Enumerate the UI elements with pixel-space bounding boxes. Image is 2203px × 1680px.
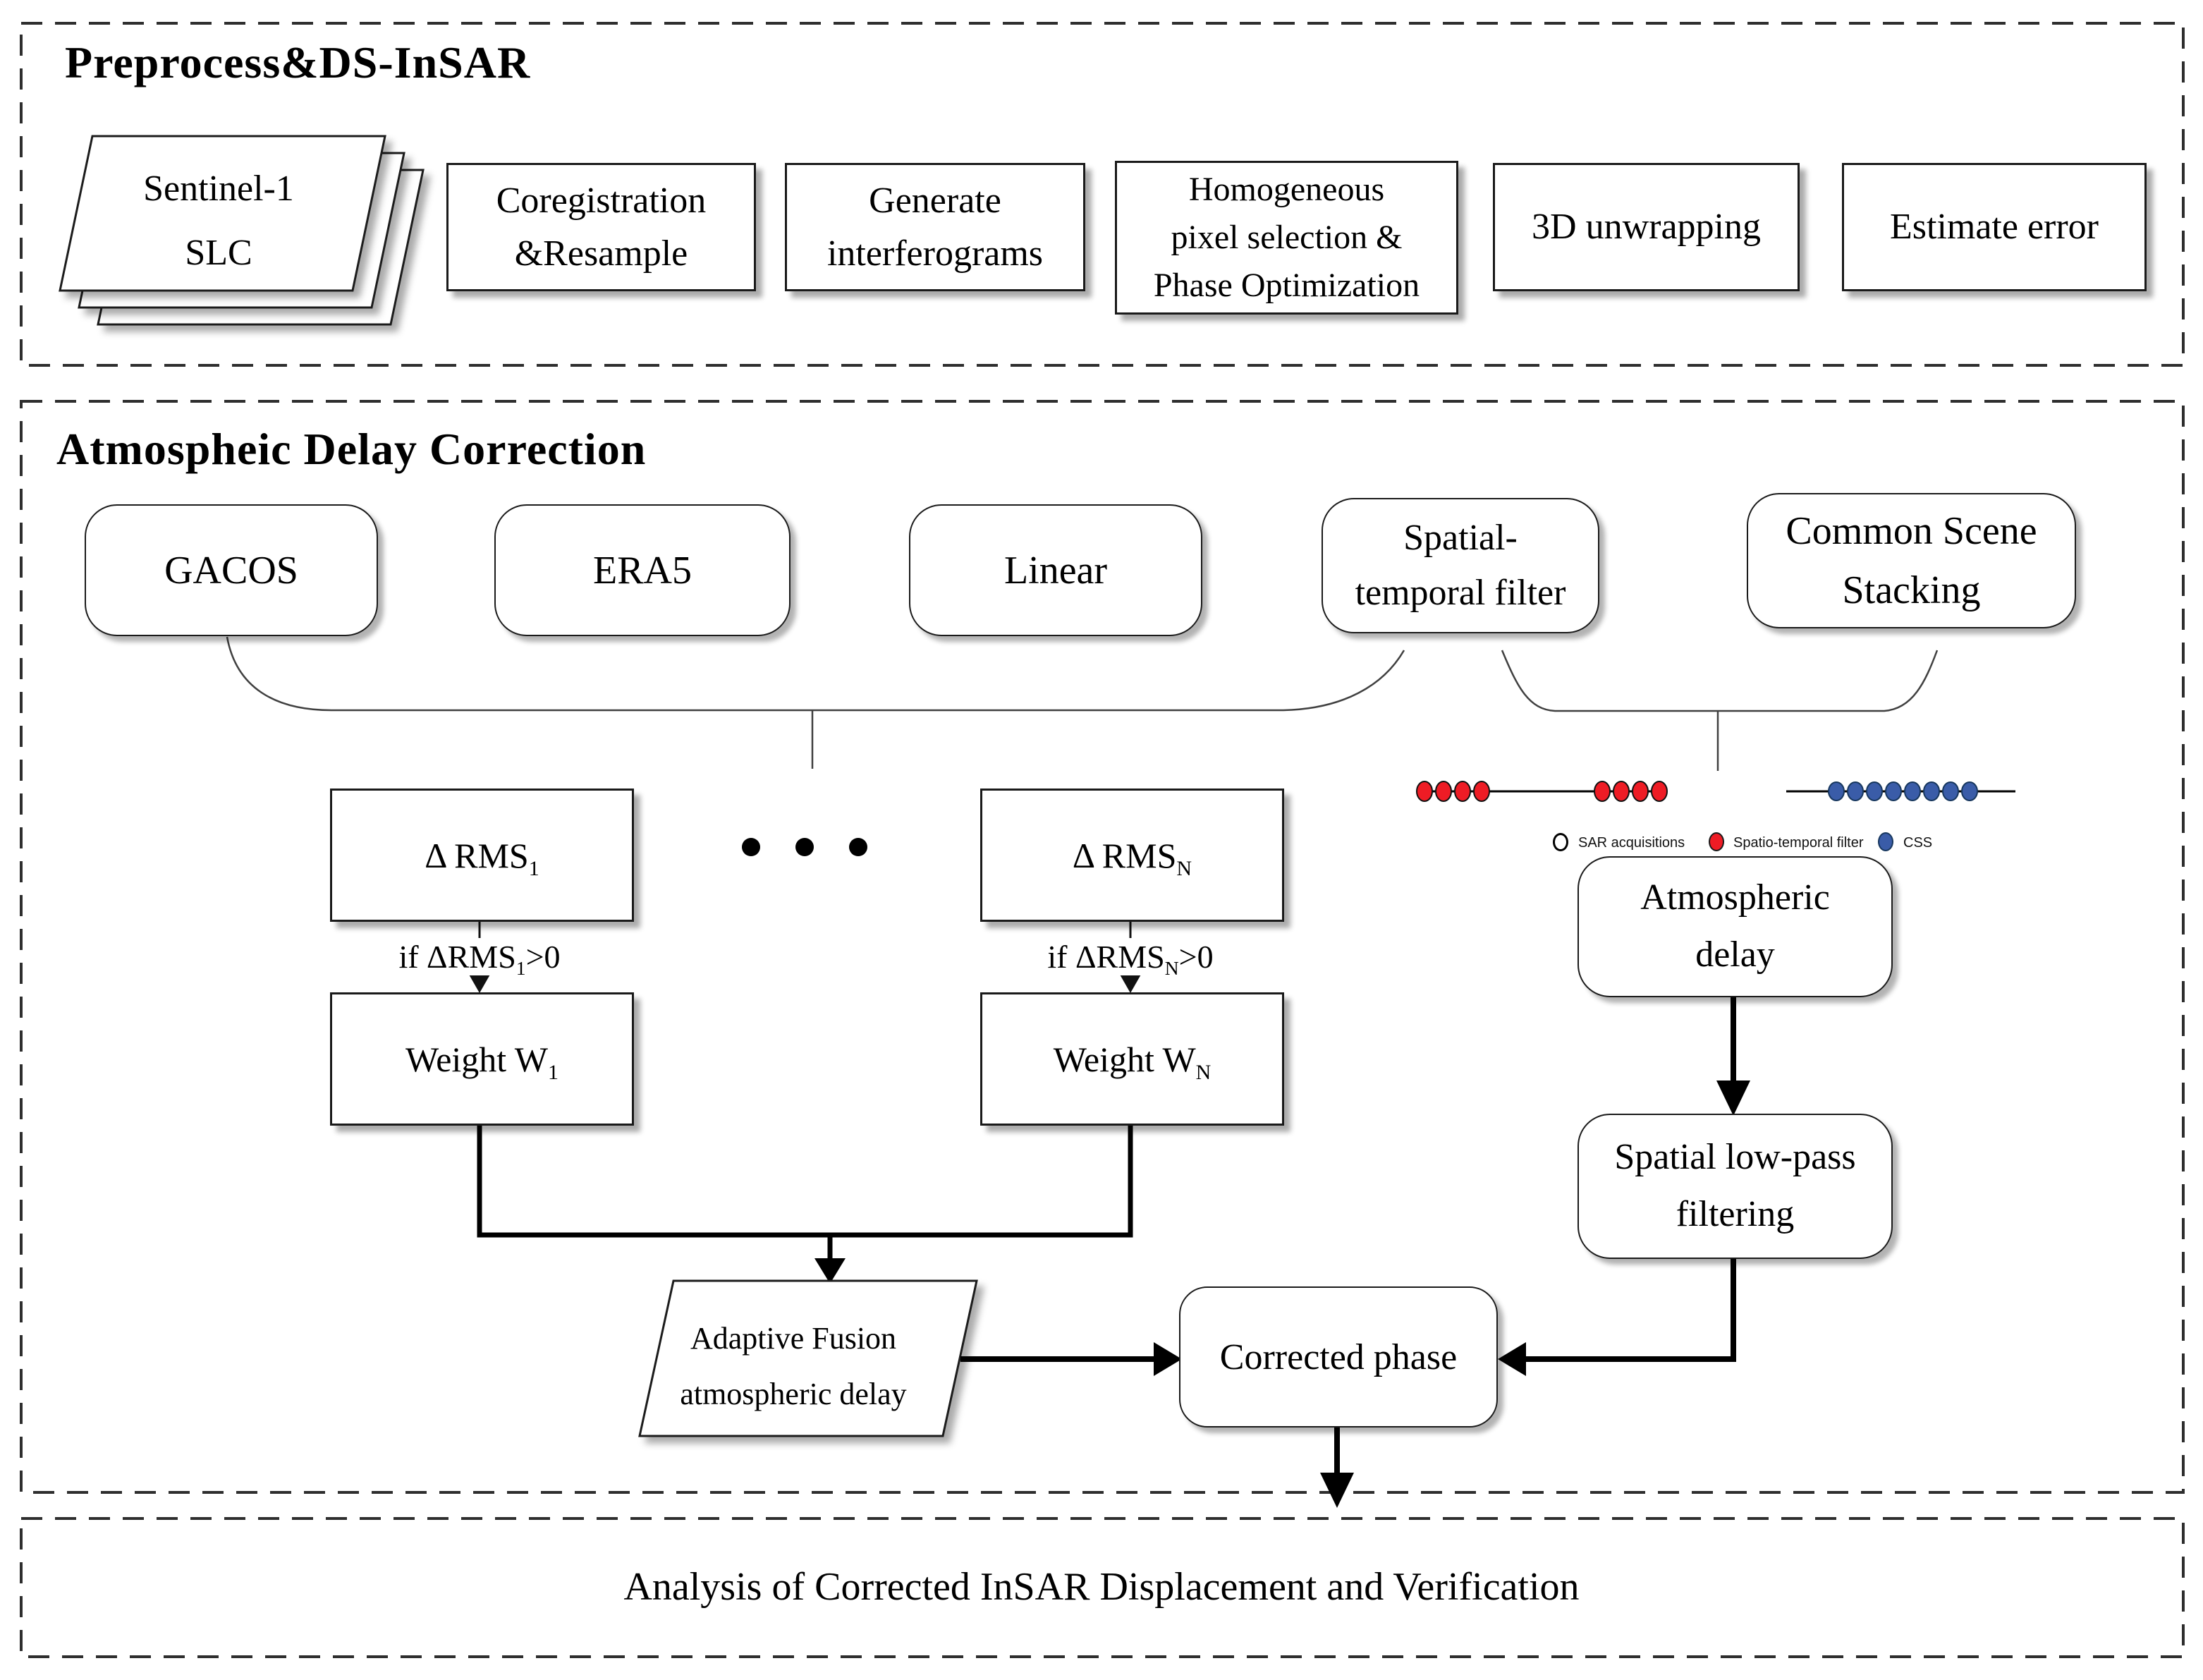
condition-n-subscript: N: [1164, 957, 1179, 980]
sentinel-slc-label: Sentinel-1 SLC: [143, 169, 294, 273]
delta-rms-1-subscript: 1: [528, 856, 539, 880]
method-box-linear: Linear: [909, 504, 1202, 636]
section-borders: [20, 22, 2185, 1658]
condition-1-suffix: >0: [525, 939, 561, 975]
step-box-coregistration: Coregistration &Resample: [446, 163, 756, 291]
lowpass-to-corrected-shaft: [1526, 1256, 1736, 1362]
lowpass-to-corrected-arrowhead-icon: [1498, 1342, 1526, 1376]
delta-rms-1-label: Δ RMS1: [425, 835, 539, 879]
adaptive-fusion-label: Adaptive Fusion atmospheric delay: [680, 1321, 907, 1412]
atmospheric-delay-box: Atmospheric delay: [1578, 856, 1893, 997]
acquisition-timelines: [1416, 781, 2015, 802]
atmospheric-section-title: Atmospheic Delay Correction: [56, 424, 647, 474]
weight-wn-box: Weight WN: [980, 992, 1284, 1126]
ellipsis-dot-2-icon: [795, 838, 814, 856]
sar-acquisitions-marker-icon: [1553, 833, 1568, 851]
weight-w1-subscript: 1: [547, 1060, 559, 1084]
right-brace: [1501, 650, 1939, 712]
method-braces: [226, 636, 1939, 771]
rmsN-arrowhead-icon: [1119, 973, 1142, 993]
step-box-estimate-error: Estimate error: [1842, 163, 2147, 291]
delta-rms-n-subscript: N: [1176, 856, 1192, 880]
corrected-down-arrowhead-icon: [1320, 1473, 1354, 1508]
ellipsis-dot-3-icon: [849, 838, 867, 856]
condition-n-prefix: if ΔRMS: [1047, 939, 1165, 975]
weight-w1-label: Weight W1: [405, 1039, 559, 1083]
atmo-to-lowpass-arrowhead-icon: [1716, 1081, 1750, 1116]
spatio-temporal-filter-legend-label: Spatio-temporal filter: [1733, 835, 1864, 851]
spatial-lowpass-filtering-box: Spatial low-pass filtering: [1578, 1114, 1893, 1259]
corrected-phase-box: Corrected phase: [1179, 1286, 1498, 1428]
slc-page-1: [59, 135, 386, 292]
step-box-interferograms: Generate interferograms: [785, 163, 1085, 291]
method-box-spatial-temporal-filter: Spatial- temporal filter: [1322, 498, 1599, 633]
preprocess-section-title: Preprocess&DS-InSAR: [65, 37, 531, 87]
sar-acquisitions-legend-label: SAR acquisitions: [1578, 835, 1685, 851]
delta-rms-1-text: Δ RMS: [425, 835, 529, 875]
ellipsis-dot-1-icon: [742, 838, 760, 856]
left-brace: [226, 636, 1405, 712]
method-box-era5: ERA5: [494, 504, 791, 636]
spatio-temporal-dots: [1416, 781, 1668, 802]
weight-wn-label: Weight WN: [1053, 1039, 1212, 1083]
analysis-section-title: Analysis of Corrected InSAR Displacement…: [623, 1565, 1580, 1609]
delta-rms-n-text: Δ RMS: [1072, 835, 1177, 875]
method-box-common-scene-stacking: Common Scene Stacking: [1747, 493, 2076, 628]
step-box-pixel-selection: Homogeneous pixel selection & Phase Opti…: [1115, 161, 1458, 315]
css-dots: [1828, 781, 1978, 801]
condition-1-subscript: 1: [515, 957, 526, 980]
fusion-to-corrected-arrowhead-icon: [1154, 1342, 1182, 1376]
sentinel-slc-stack-icon: [59, 135, 425, 326]
css-legend-label: CSS: [1903, 835, 1933, 851]
spatio-temporal-filter-marker-icon: [1709, 832, 1724, 851]
weight-w1-box: Weight W1: [330, 992, 634, 1126]
step-box-3d-unwrapping: 3D unwrapping: [1493, 163, 1800, 291]
weight-junction: [477, 1121, 1133, 1260]
rms1-arrowhead-icon: [468, 973, 491, 993]
weight-wn-subscript: N: [1195, 1060, 1212, 1084]
atmospheric-section-border: [20, 400, 2185, 1494]
merge-arrowhead-icon: [814, 1258, 846, 1284]
delta-rms-n-label: Δ RMSN: [1072, 835, 1192, 879]
condition-label-1: if ΔRMS1>0: [391, 938, 568, 978]
delta-rms-n-box: Δ RMSN: [980, 789, 1284, 922]
condition-label-n: if ΔRMSN>0: [1040, 938, 1221, 978]
adaptive-fusion-parallelogram: [638, 1279, 978, 1437]
condition-n-suffix: >0: [1178, 939, 1214, 975]
condition-1-prefix: if ΔRMS: [398, 939, 516, 975]
delta-rms-1-box: Δ RMS1: [330, 789, 634, 922]
weight-wn-text: Weight W: [1053, 1039, 1196, 1079]
weight-w1-text: Weight W: [405, 1039, 548, 1079]
method-box-gacos: GACOS: [85, 504, 378, 636]
weight-merge-line: [477, 1121, 1133, 1238]
css-marker-icon: [1878, 832, 1893, 851]
